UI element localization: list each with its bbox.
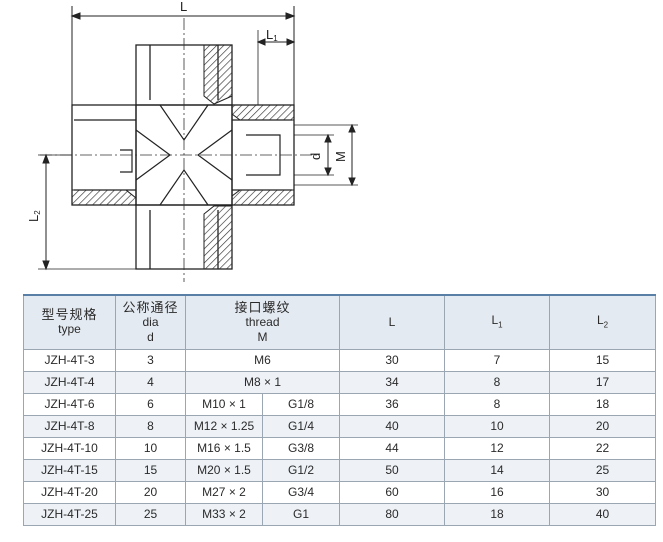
cell-L: 34 [339,370,446,394]
cell-type: JZH-4T-3 [23,348,116,372]
cell-thread-m: M20 × 1.5 [185,458,263,482]
cell-d: 3 [115,348,186,372]
dim-L2-label: L2 [26,210,42,222]
cell-d: 4 [115,370,186,394]
cell-L2: 22 [549,436,657,460]
cell-L1: 16 [444,480,551,504]
cell-L1: 10 [444,414,551,438]
dim-L-label: L [180,0,187,14]
cell-thread-m: M12 × 1.25 [185,414,263,438]
cell-L1: 12 [444,436,551,460]
cell-type: JZH-4T-10 [23,436,116,460]
cell-thread-g: G1/4 [261,414,341,438]
cell-L: 40 [339,414,446,438]
cell-L: 44 [339,436,446,460]
cell-L2: 20 [549,414,657,438]
table-row: JZH-4T-20 20 M27 × 2 G3/4 60 16 30 [23,480,657,504]
cell-thread-g: G3/4 [261,480,341,504]
hatch-right-top [231,104,295,121]
cell-type: JZH-4T-25 [23,502,116,526]
cell-thread-g: G1 [261,502,341,526]
header-L2: L2 [549,294,657,350]
hatch-right-bottom [231,189,295,206]
cell-type: JZH-4T-6 [23,392,116,416]
cell-type: JZH-4T-4 [23,370,116,394]
cell-L1: 7 [444,348,551,372]
cell-thread: M8 × 1 [184,370,341,394]
table-row: JZH-4T-4 4 M8 × 1 34 8 17 [23,370,657,394]
dim-d-label: d [308,153,323,160]
table-row: JZH-4T-10 10 M16 × 1.5 G3/8 44 12 22 [23,436,657,460]
cell-L: 30 [339,348,446,372]
cell-thread-m: M16 × 1.5 [185,436,263,460]
table-row: JZH-4T-8 8 M12 × 1.25 G1/4 40 10 20 [23,414,657,438]
cell-d: 8 [115,414,186,438]
cell-L: 60 [339,480,446,504]
cell-d: 15 [115,458,186,482]
header-dia: 公称通径 dia d [115,294,186,350]
spec-table: 型号规格 type 公称通径 dia d 接口螺纹 thread M L L1 … [23,294,657,526]
header-L: L [339,294,446,350]
hatch-left-bottom [71,189,137,206]
table-row: JZH-4T-3 3 M6 30 7 15 [23,348,657,372]
cell-L1: 8 [444,370,551,394]
cell-d: 25 [115,502,186,526]
header-L1: L1 [444,294,551,350]
cell-L: 36 [339,392,446,416]
header-thread: 接口螺纹 thread M [184,294,341,350]
cell-thread-g: G1/2 [261,458,341,482]
cell-L2: 30 [549,480,657,504]
cell-thread-g: G3/8 [261,436,341,460]
header-type: 型号规格 type [23,294,116,350]
cell-L: 50 [339,458,446,482]
cell-thread-m: M10 × 1 [185,392,263,416]
cell-type: JZH-4T-8 [23,414,116,438]
cell-d: 10 [115,436,186,460]
cell-type: JZH-4T-20 [23,480,116,504]
cell-d: 20 [115,480,186,504]
cell-L2: 25 [549,458,657,482]
dim-M-label: M [333,151,348,162]
cell-d: 6 [115,392,186,416]
cell-thread-g: G1/8 [261,392,341,416]
cell-L1: 14 [444,458,551,482]
cell-L: 80 [339,502,446,526]
table-row: JZH-4T-15 15 M20 × 1.5 G1/2 50 14 25 [23,458,657,482]
hatch-top-right [203,44,233,105]
cell-L1: 8 [444,392,551,416]
cell-L2: 15 [549,348,657,372]
cell-thread-m: M27 × 2 [185,480,263,504]
table-row: JZH-4T-6 6 M10 × 1 G1/8 36 8 18 [23,392,657,416]
cell-type: JZH-4T-15 [23,458,116,482]
cell-L2: 40 [549,502,657,526]
table-row: JZH-4T-25 25 M33 × 2 G1 80 18 40 [23,502,657,526]
cell-thread-m: M33 × 2 [185,502,263,526]
cross-fitting-drawing: L L1 L2 d M [26,0,358,282]
dim-L1-label: L1 [266,27,278,43]
hatch-bottom-right [203,205,233,270]
cell-L1: 18 [444,502,551,526]
cell-thread: M6 [184,348,341,372]
cell-L2: 17 [549,370,657,394]
cell-L2: 18 [549,392,657,416]
